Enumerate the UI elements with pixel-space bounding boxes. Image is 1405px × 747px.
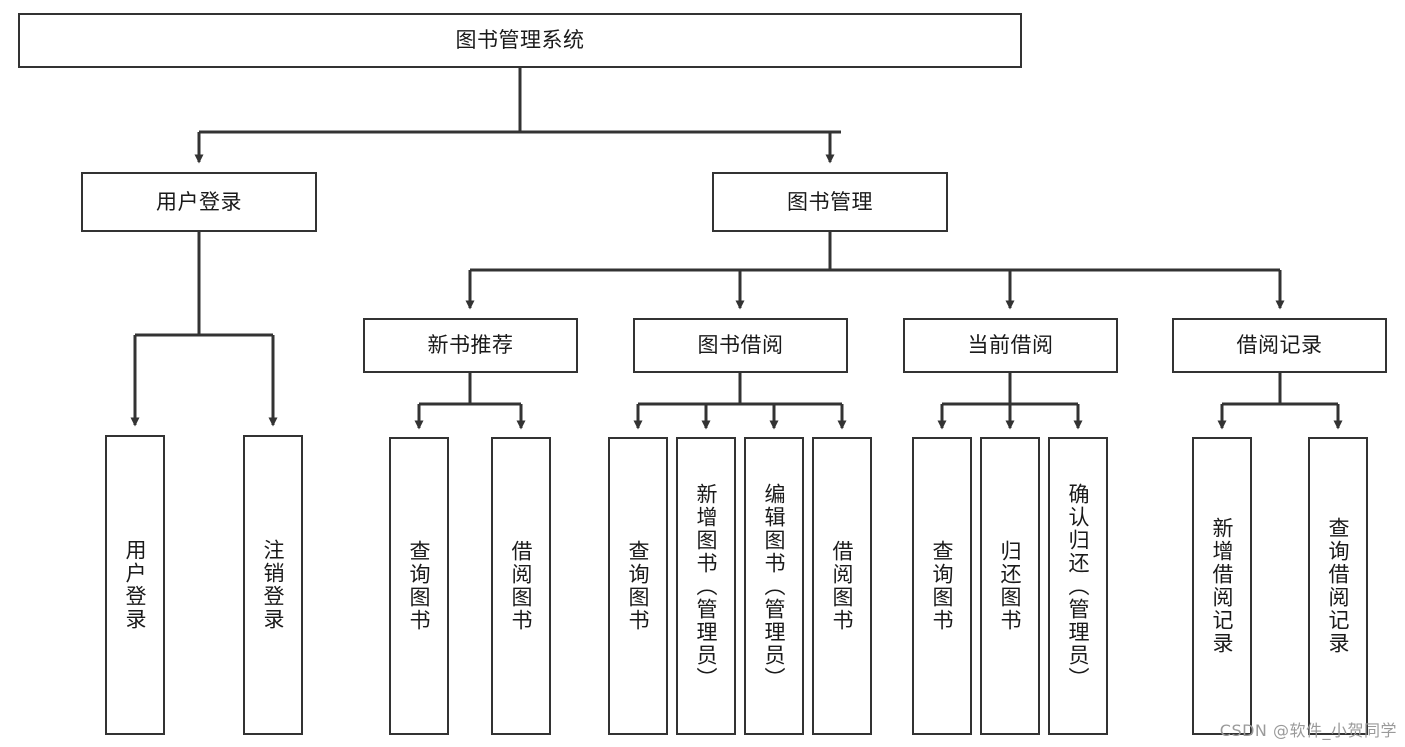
node-root-label: 图书管理系统: [455, 28, 585, 53]
node-leaf-borrow-book-2-label: 借阅图书: [830, 540, 855, 632]
node-leaf-query-record[interactable]: 查询借阅记录: [1308, 437, 1368, 735]
node-leaf-query-record-label: 查询借阅记录: [1326, 517, 1351, 655]
node-borrow-record-label: 借阅记录: [1236, 333, 1323, 358]
node-root[interactable]: 图书管理系统: [18, 13, 1022, 68]
node-book-borrow[interactable]: 图书借阅: [633, 318, 848, 373]
node-leaf-confirm-return-label: 确认归还（管理员）: [1066, 482, 1091, 690]
node-borrow-record[interactable]: 借阅记录: [1172, 318, 1387, 373]
node-leaf-borrow-book-1[interactable]: 借阅图书: [491, 437, 551, 735]
node-current-borrow-label: 当前借阅: [967, 333, 1054, 358]
node-leaf-logout-label: 注销登录: [261, 539, 286, 631]
node-leaf-edit-book[interactable]: 编辑图书（管理员）: [744, 437, 804, 735]
node-leaf-add-book[interactable]: 新增图书（管理员）: [676, 437, 736, 735]
node-book-management[interactable]: 图书管理: [712, 172, 948, 232]
node-leaf-borrow-book-1-label: 借阅图书: [509, 540, 534, 632]
node-leaf-return-book-label: 归还图书: [998, 540, 1023, 632]
node-user-login-label: 用户登录: [156, 189, 242, 214]
node-new-book-recommend-label: 新书推荐: [427, 333, 514, 358]
node-leaf-query-book-2[interactable]: 查询图书: [608, 437, 668, 735]
node-leaf-edit-book-label: 编辑图书（管理员）: [762, 482, 787, 690]
node-book-management-label: 图书管理: [787, 189, 873, 214]
node-leaf-query-book-1[interactable]: 查询图书: [389, 437, 449, 735]
node-leaf-user-login[interactable]: 用户登录: [105, 435, 165, 735]
node-leaf-user-login-label: 用户登录: [123, 539, 148, 631]
node-leaf-add-record-label: 新增借阅记录: [1210, 517, 1235, 655]
node-leaf-add-record[interactable]: 新增借阅记录: [1192, 437, 1252, 735]
node-leaf-borrow-book-2[interactable]: 借阅图书: [812, 437, 872, 735]
watermark-text: CSDN @软件_小贺同学: [1219, 721, 1397, 740]
node-leaf-query-book-1-label: 查询图书: [407, 540, 432, 632]
node-leaf-return-book[interactable]: 归还图书: [980, 437, 1040, 735]
node-book-borrow-label: 图书借阅: [697, 333, 784, 358]
node-leaf-query-book-3[interactable]: 查询图书: [912, 437, 972, 735]
node-current-borrow[interactable]: 当前借阅: [903, 318, 1118, 373]
node-leaf-confirm-return[interactable]: 确认归还（管理员）: [1048, 437, 1108, 735]
node-user-login[interactable]: 用户登录: [81, 172, 317, 232]
node-new-book-recommend[interactable]: 新书推荐: [363, 318, 578, 373]
node-leaf-logout[interactable]: 注销登录: [243, 435, 303, 735]
node-leaf-query-book-3-label: 查询图书: [930, 540, 955, 632]
node-leaf-add-book-label: 新增图书（管理员）: [694, 482, 719, 690]
node-leaf-query-book-2-label: 查询图书: [626, 540, 651, 632]
